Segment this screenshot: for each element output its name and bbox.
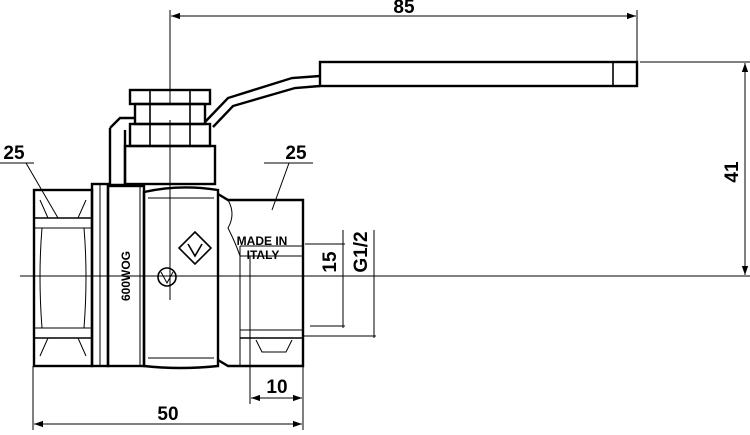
stem-nut-assembly [123, 88, 217, 186]
dim-25-right-label: 25 [285, 143, 307, 164]
dim-50-label: 50 [157, 404, 178, 425]
dim-85-label: 85 [393, 0, 415, 18]
dimension-bore-thread: 15 G1/2 [303, 230, 376, 338]
left-hex-end [32, 188, 94, 368]
dim-15-label: 15 [320, 251, 341, 273]
valve-logo-icon [177, 230, 213, 266]
dimension-thread-depth: 10 [249, 366, 302, 404]
dim-10-label: 10 [266, 377, 287, 398]
dimension-wrench-right: 25 [264, 143, 313, 211]
body-collar: 600WOG [90, 182, 146, 368]
pressure-rating-label: 600WOG [119, 251, 133, 301]
right-threaded-end: MADE IN ITALY [217, 192, 305, 368]
dim-thread-label: G1/2 [351, 231, 372, 272]
dim-25-left-label: 25 [3, 143, 25, 164]
origin-label-line1: MADE IN [237, 234, 288, 248]
dimension-body-length: 50 [32, 366, 304, 430]
dimension-overall-length: 85 [169, 0, 638, 105]
dimension-height: 41 [640, 61, 750, 277]
dim-41-label: 41 [722, 161, 743, 183]
dimension-wrench-left: 25 [0, 143, 59, 219]
valve-body [142, 186, 220, 370]
origin-label-line2: ITALY [247, 248, 280, 262]
